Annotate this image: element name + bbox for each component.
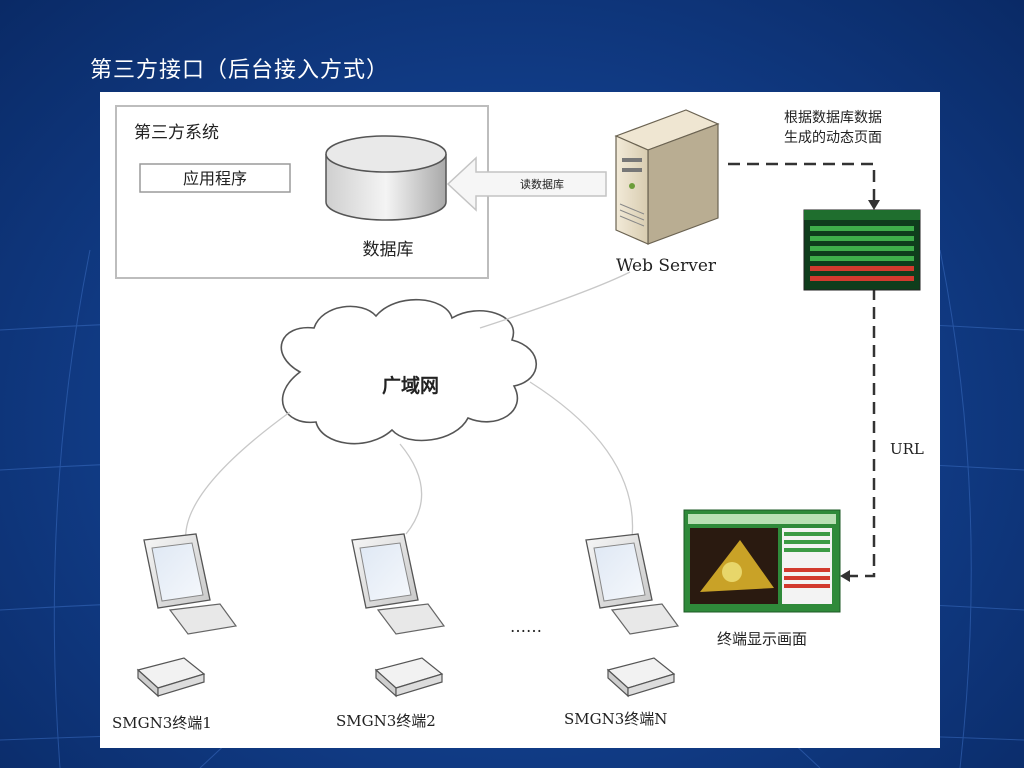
web-server-icon: Web Server — [614, 109, 720, 276]
monitor-icon — [351, 533, 446, 635]
terminal-n — [585, 533, 680, 698]
terminal-screen-label: 终端显示画面 — [717, 630, 807, 648]
database-icon: 数据库 — [325, 135, 447, 260]
server-label: Web Server — [616, 256, 717, 276]
network-links — [185, 271, 634, 543]
url-label: URL — [890, 440, 924, 458]
dynamic-page-note-line1: 根据数据库数据 — [784, 110, 882, 126]
wan-label: 广域网 — [382, 374, 439, 397]
network-diagram: 第三方系统 应用程序 数据库 读数据库 Web Server — [112, 105, 924, 732]
device-box-icon — [606, 657, 676, 698]
terminal-1-label: SMGN3终端1 — [112, 714, 212, 732]
db-label: 数据库 — [363, 240, 414, 260]
terminal-1 — [136, 533, 238, 698]
dashed-connector — [728, 162, 876, 578]
slide-title: 第三方接口（后台接入方式） — [90, 58, 390, 83]
arrow-down-icon — [868, 200, 880, 210]
third-party-label: 第三方系统 — [134, 123, 219, 143]
monitor-icon — [585, 533, 680, 635]
dynamic-table-thumbnail — [803, 209, 921, 291]
device-box-icon — [136, 657, 206, 698]
terminal-screen-thumbnail: 终端显示画面 — [683, 509, 841, 648]
read-db-label: 读数据库 — [520, 177, 564, 191]
arrow-left-icon — [840, 570, 850, 582]
terminal-2 — [351, 533, 446, 698]
monitor-icon — [143, 533, 238, 635]
terminal-n-label: SMGN3终端N — [564, 710, 667, 728]
terminal-2-label: SMGN3终端2 — [336, 712, 436, 730]
app-box — [139, 163, 291, 193]
ellipsis-label: …… — [510, 617, 542, 636]
wan-cloud: 广域网 — [280, 298, 538, 445]
app-label: 应用程序 — [183, 169, 247, 188]
dynamic-page-note-line2: 生成的动态页面 — [784, 130, 882, 146]
read-db-arrow: 读数据库 — [446, 156, 607, 212]
diagram-panel: 第三方系统 应用程序 数据库 读数据库 Web Server — [100, 92, 940, 748]
device-box-icon — [374, 657, 444, 698]
